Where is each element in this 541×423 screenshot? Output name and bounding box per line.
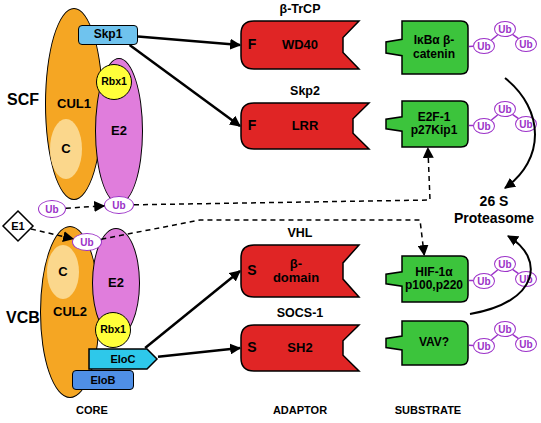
node-text: C [50, 119, 82, 179]
chain-link [491, 115, 497, 120]
chain-link [469, 344, 473, 346]
chain-link [491, 335, 497, 340]
column-heading: CORE [62, 404, 122, 417]
node-text: E2F-1 p27Kip1 [401, 100, 467, 148]
node-text: EloB [73, 371, 133, 389]
node-text: C [47, 245, 79, 299]
adaptor-shape: β-TrCP FWD40 [240, 2, 360, 70]
chain-link [513, 270, 518, 274]
rbx1-circle: Rbx1 [96, 64, 132, 100]
ubiquitin-oval: Ub [515, 271, 537, 287]
node-text: HIF-1α p100,p220 [401, 255, 467, 303]
binding-arrow [130, 45, 240, 126]
node-text: β-domain [270, 244, 322, 298]
e1-diamond: E1 [2, 210, 34, 242]
substrate-shape: IκBα β-catenin [385, 20, 469, 75]
node-text: Ub [516, 117, 536, 131]
node-text: EloC [88, 348, 158, 370]
chain-link [469, 125, 473, 127]
node-text: SOCS-1 [240, 306, 360, 322]
node-text: Rbx1 [96, 313, 130, 347]
node-text: E1 [2, 210, 34, 242]
adaptor-shape: SOCS-1SSH2 [240, 306, 360, 372]
ubiquitin-oval: Ub [38, 200, 66, 218]
chain-link [513, 35, 518, 39]
node-text: VHL [240, 226, 360, 242]
node-text: LRR [262, 102, 348, 150]
node-text: Ub [495, 22, 515, 36]
node-text: F [243, 102, 261, 150]
node-text: F [243, 20, 261, 70]
ubiquitin-oval: Ub [494, 101, 516, 117]
node-text: Ub [474, 39, 494, 53]
substrate-shape: E2F-1 p27Kip1 [385, 100, 469, 148]
node-text: Ub [39, 201, 65, 217]
ubiquitin-oval: Ub [494, 321, 516, 337]
c-domain: C [47, 245, 79, 299]
node-text: WD40 [262, 20, 338, 70]
ubiquitin-oval: Ub [494, 21, 516, 37]
node-text: SH2 [262, 324, 338, 372]
substrate-shape: VAV? [385, 320, 469, 366]
ubiquitin-oval: Ub [473, 273, 495, 289]
dashed-arrow [66, 206, 104, 208]
chain-link [469, 46, 473, 48]
node-text: Ub [105, 197, 133, 213]
ubiquitin-oval: Ub [515, 336, 537, 352]
ubiquitin-oval: Ub [515, 116, 537, 132]
node-text: Ub [495, 322, 515, 336]
c-domain: C [50, 119, 82, 179]
adaptor-shape: VHL Sβ-domain [240, 226, 360, 298]
node-text: Skp2 [240, 84, 370, 100]
node-text: Ub [516, 272, 536, 286]
chain-link [513, 115, 518, 119]
column-heading: SUBSTRATE [380, 404, 476, 417]
binding-arrow [158, 348, 240, 357]
ubiquitin-oval: Ub [104, 196, 134, 214]
chain-link [491, 35, 497, 40]
node-text: Ub [516, 337, 536, 351]
node-text: VAV? [401, 320, 467, 366]
node-text: β-TrCP [240, 2, 360, 18]
complex-name: SCF [2, 90, 44, 109]
chain-link [469, 280, 473, 282]
chain-link [491, 270, 497, 275]
chain-link [513, 335, 518, 339]
elongin-b-box: EloB [72, 370, 134, 390]
ubiquitin-oval: Ub [473, 338, 495, 354]
adaptor-shape: Skp2FLRR [240, 84, 370, 150]
elongin-c-box: EloC [88, 348, 158, 370]
node-text: S [243, 244, 261, 298]
node-text: S [243, 324, 261, 372]
node-text: Ub [474, 339, 494, 353]
ubiquitin-oval: Ub [473, 38, 495, 54]
dashed-arrow [134, 148, 430, 205]
column-heading: ADAPTOR [250, 404, 350, 417]
complex-name: VCB [2, 308, 44, 327]
skp1-box: Skp1 [78, 25, 138, 45]
node-text: Ub [495, 257, 515, 271]
ubiquitin-oval: Ub [515, 36, 537, 52]
node-text: Ub [474, 274, 494, 288]
dashed-arrow [101, 220, 424, 255]
proteasome-label: 26 S Proteasome [450, 193, 538, 227]
substrate-shape: HIF-1α p100,p220 [385, 255, 469, 303]
dashed-arrow [31, 229, 73, 239]
rbx1-circle: Rbx1 [95, 312, 131, 348]
node-text: Ub [516, 37, 536, 51]
degradation-arrow [505, 78, 535, 188]
node-text: Rbx1 [97, 65, 131, 99]
node-text: IκBα β-catenin [401, 20, 467, 75]
binding-arrow [145, 271, 240, 348]
node-text: Ub [495, 102, 515, 116]
binding-arrow [138, 37, 240, 45]
node-text: Ub [474, 119, 494, 133]
ubiquitin-oval: Ub [494, 256, 516, 272]
node-text: Skp1 [79, 26, 137, 44]
ubiquitin-oval: Ub [72, 233, 102, 251]
ubiquitin-oval: Ub [473, 118, 495, 134]
node-text: Ub [73, 234, 101, 250]
